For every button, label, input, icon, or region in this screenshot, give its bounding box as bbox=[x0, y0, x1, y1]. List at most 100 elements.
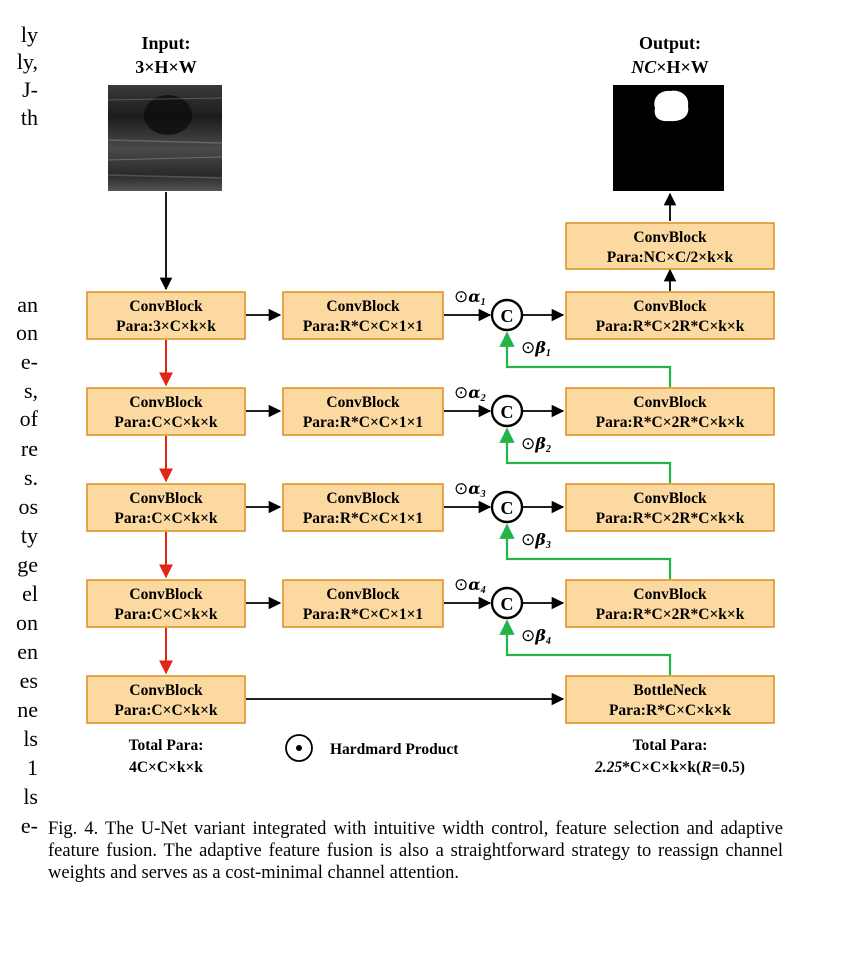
left-fragment: ls bbox=[23, 784, 38, 809]
concat-symbol: C bbox=[501, 402, 514, 422]
legend-label: Hardmard Product bbox=[330, 741, 459, 758]
fusion-arrow-2 bbox=[499, 427, 672, 483]
left-fragment: on bbox=[16, 610, 38, 635]
left-fragment: ge bbox=[17, 552, 38, 577]
left-fragment: of bbox=[19, 406, 38, 431]
selection-block-2: ConvBlock Para:R*C×C×1×1 bbox=[282, 387, 444, 436]
input-ultrasound-image bbox=[107, 85, 223, 191]
left-fragment: 1 bbox=[27, 755, 38, 780]
decoder-name: ConvBlock bbox=[633, 586, 707, 603]
total-right-label: Total Para: bbox=[633, 737, 708, 754]
decoder-para: Para:R*C×2R*C×k×k bbox=[596, 318, 745, 335]
left-fragment: ly bbox=[20, 22, 38, 47]
left-fragment: en bbox=[17, 639, 38, 664]
decoder-name: ConvBlock bbox=[633, 298, 707, 315]
decoder-block-2: ConvBlock Para:R*C×2R*C×k×k bbox=[565, 387, 775, 436]
encoder-name: ConvBlock bbox=[129, 298, 203, 315]
selection-para: Para:R*C×C×1×1 bbox=[303, 414, 423, 431]
concat-symbol: C bbox=[501, 498, 514, 518]
alpha-label-4: ⊙α4 bbox=[454, 575, 486, 596]
output-dims: NC×H×W bbox=[630, 57, 709, 77]
output-label: Output: bbox=[639, 33, 701, 53]
alpha-label-2: ⊙α2 bbox=[454, 383, 486, 404]
bottleneck-para: Para:R*C×C×k×k bbox=[609, 702, 731, 719]
concat-node-3: C bbox=[490, 490, 524, 524]
encoder-block-5: ConvBlock Para:C×C×k×k bbox=[86, 675, 246, 724]
left-fragment: os bbox=[18, 494, 38, 519]
encoder-para: Para:C×C×k×k bbox=[114, 606, 218, 623]
selection-block-4: ConvBlock Para:R*C×C×1×1 bbox=[282, 579, 444, 628]
legend-hadamard: Hardmard Product bbox=[285, 734, 459, 762]
decoder-name: ConvBlock bbox=[633, 490, 707, 507]
encoder-para: Para:3×C×k×k bbox=[116, 318, 216, 335]
total-left-value: 4C×C×k×k bbox=[129, 759, 203, 776]
selection-name: ConvBlock bbox=[326, 298, 400, 315]
decoder-block-4: ConvBlock Para:R*C×2R*C×k×k bbox=[565, 579, 775, 628]
decoder-para: Para:R*C×2R*C×k×k bbox=[596, 606, 745, 623]
decoder-block-1: ConvBlock Para:R*C×2R*C×k×k bbox=[565, 291, 775, 340]
encoder-block-4: ConvBlock Para:C×C×k×k bbox=[86, 579, 246, 628]
encoder-block-3: ConvBlock Para:C×C×k×k bbox=[86, 483, 246, 532]
beta-label-3: ⊙β3 bbox=[521, 530, 551, 551]
fusion-arrow-4 bbox=[499, 619, 672, 675]
left-fragment: an bbox=[17, 292, 38, 317]
left-column-text: ly ly, J- th an on e- s, of re s. os ty … bbox=[0, 0, 40, 958]
selection-name: ConvBlock bbox=[326, 394, 400, 411]
left-fragment: es bbox=[19, 668, 38, 693]
left-fragment: ne bbox=[17, 697, 38, 722]
left-fragment: ls bbox=[23, 726, 38, 751]
input-dims: 3×H×W bbox=[135, 57, 197, 77]
left-fragment: J- bbox=[22, 77, 38, 102]
selection-block-1: ConvBlock Para:R*C×C×1×1 bbox=[282, 291, 444, 340]
encoder-name: ConvBlock bbox=[129, 394, 203, 411]
beta-label-1: ⊙β1 bbox=[521, 338, 551, 359]
left-fragment: s, bbox=[23, 378, 38, 403]
encoder-block-1: ConvBlock Para:3×C×k×k bbox=[86, 291, 246, 340]
encoder-name: ConvBlock bbox=[129, 490, 203, 507]
fusion-arrow-1 bbox=[499, 331, 672, 387]
encoder-para: Para:C×C×k×k bbox=[114, 414, 218, 431]
alpha-label-1: ⊙α1 bbox=[454, 287, 486, 308]
decoder-para: Para:R*C×2R*C×k×k bbox=[596, 510, 745, 527]
selection-para: Para:R*C×C×1×1 bbox=[303, 510, 423, 527]
decoder-block-3: ConvBlock Para:R*C×2R*C×k×k bbox=[565, 483, 775, 532]
encoder-para: Para:C×C×k×k bbox=[114, 702, 218, 719]
encoder-name: ConvBlock bbox=[129, 586, 203, 603]
concat-node-2: C bbox=[490, 394, 524, 428]
bottleneck-block: BottleNeck Para:R*C×C×k×k bbox=[565, 675, 775, 724]
decoder-name: ConvBlock bbox=[633, 394, 707, 411]
left-fragment: e- bbox=[20, 813, 38, 838]
concat-symbol: C bbox=[501, 306, 514, 326]
left-fragment: on bbox=[16, 320, 38, 345]
left-fragment: th bbox=[20, 105, 38, 130]
encoder-block-2: ConvBlock Para:C×C×k×k bbox=[86, 387, 246, 436]
concat-node-1: C bbox=[490, 298, 524, 332]
encoder-para: Para:C×C×k×k bbox=[114, 510, 218, 527]
figure-caption: Fig. 4. The U-Net variant integrated wit… bbox=[48, 819, 783, 883]
beta-label-4: ⊙β4 bbox=[521, 626, 551, 647]
alpha-label-3: ⊙α3 bbox=[454, 479, 486, 500]
selection-para: Para:R*C×C×1×1 bbox=[303, 606, 423, 623]
concat-symbol: C bbox=[501, 594, 514, 614]
head-para: Para:NC×C/2×k×k bbox=[607, 249, 734, 266]
total-left-label: Total Para: bbox=[129, 737, 204, 754]
selection-block-3: ConvBlock Para:R*C×C×1×1 bbox=[282, 483, 444, 532]
beta-label-2: ⊙β2 bbox=[521, 434, 551, 455]
fusion-arrow-3 bbox=[499, 523, 672, 579]
output-mask-image bbox=[613, 85, 724, 191]
left-fragment: ty bbox=[20, 523, 38, 548]
left-fragment: ly, bbox=[16, 49, 38, 74]
bottleneck-name: BottleNeck bbox=[633, 682, 707, 699]
selection-name: ConvBlock bbox=[326, 586, 400, 603]
left-fragment: e- bbox=[20, 349, 38, 374]
encoder-name: ConvBlock bbox=[129, 682, 203, 699]
left-fragment: el bbox=[22, 581, 38, 606]
left-fragment: re bbox=[20, 436, 38, 461]
concat-node-4: C bbox=[490, 586, 524, 620]
selection-name: ConvBlock bbox=[326, 490, 400, 507]
left-fragment: s. bbox=[23, 465, 38, 490]
total-right-value: 2.25*C×C×k×k(R=0.5) bbox=[594, 759, 745, 776]
input-label: Input: bbox=[141, 33, 190, 53]
selection-para: Para:R*C×C×1×1 bbox=[303, 318, 423, 335]
